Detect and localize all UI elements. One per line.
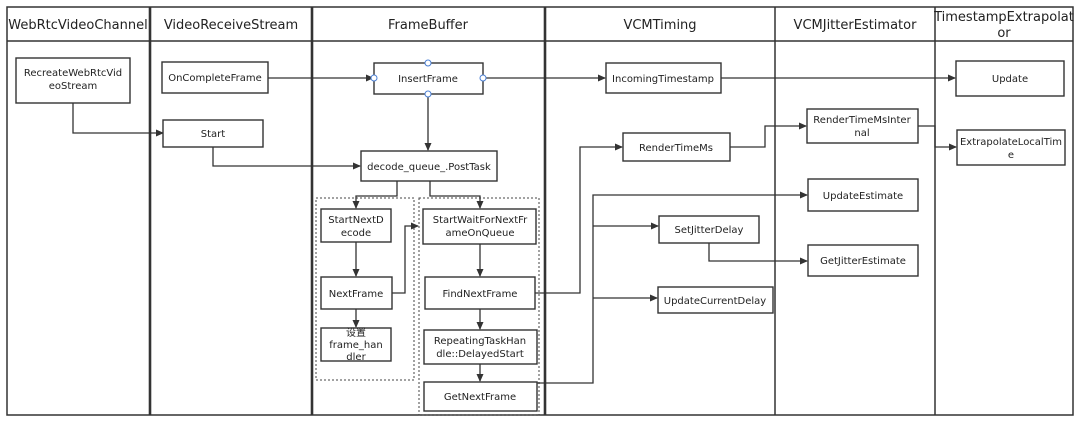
node-label: decode_queue_.PostTask: [367, 162, 491, 173]
node-repeating-task-handle[interactable]: RepeatingTaskHan dle::DelayedStart: [423, 329, 538, 365]
edge-render-time-ms-to-internal: [730, 122, 807, 148]
edge-get-next-frame-to-update-estimate: [537, 191, 808, 384]
node-label: RenderTimeMs: [639, 143, 713, 154]
node-next-frame[interactable]: NextFrame: [320, 276, 393, 310]
node-label: StartWaitForNextFr: [433, 215, 528, 226]
node-update[interactable]: Update: [955, 60, 1065, 97]
node-start-next-decode[interactable]: StartNextD ecode: [320, 208, 392, 243]
swimlane-frame: [6, 6, 1074, 416]
node-update-current-delay[interactable]: UpdateCurrentDelay: [657, 286, 774, 314]
lane-title-timestamp-extrapolator: TimestampExtrapolat: [933, 10, 1074, 25]
node-label: ecode: [341, 228, 371, 239]
node-label: ExtrapolateLocalTim: [960, 137, 1062, 148]
node-on-complete-frame[interactable]: OnCompleteFrame: [161, 61, 269, 94]
lane-title-video-receive-stream: VideoReceiveStream: [164, 18, 298, 33]
node-extrapolate-local-time[interactable]: ExtrapolateLocalTim e: [956, 129, 1066, 166]
selection-handle: [424, 90, 432, 98]
node-label: UpdateEstimate: [823, 191, 903, 202]
node-label: FindNextFrame: [443, 289, 518, 300]
edge-post-task-to-start-wait: [429, 181, 484, 209]
lane-title-timestamp-extrapolator-line2: or: [997, 26, 1011, 41]
node-update-estimate[interactable]: UpdateEstimate: [807, 178, 919, 212]
node-label: dler: [346, 352, 366, 363]
lane-title-vcm-jitter-estimator: VCMJitterEstimator: [794, 18, 918, 33]
node-set-jitter-delay[interactable]: SetJitterDelay: [658, 215, 760, 244]
node-label: eoStream: [49, 81, 97, 92]
node-label: NextFrame: [329, 289, 383, 300]
lane-title-webrtc-video-channel: WebRtcVideoChannel: [8, 18, 147, 33]
lane-title-vcm-timing: VCMTiming: [623, 18, 696, 33]
selection-handle: [479, 74, 487, 82]
node-label: Start: [201, 129, 226, 140]
node-find-next-frame[interactable]: FindNextFrame: [424, 276, 536, 310]
selection-handle: [424, 59, 432, 67]
node-label: e: [1008, 150, 1014, 161]
node-label: RecreateWebRtcVid: [24, 68, 122, 79]
edge-set-jitter-delay-to-get-estimate: [708, 243, 808, 265]
node-render-time-ms[interactable]: RenderTimeMs: [622, 132, 731, 162]
node-label: IncomingTimestamp: [612, 74, 714, 85]
node-label: StartNextD: [328, 215, 384, 226]
node-set-frame-handler[interactable]: 设置 frame_han dler: [320, 327, 392, 363]
edge-internal-to-extrapolate: [918, 125, 957, 151]
node-label: Update: [992, 74, 1028, 85]
node-label: SetJitterDelay: [675, 225, 744, 236]
node-decode-queue-post-task[interactable]: decode_queue_.PostTask: [360, 150, 498, 182]
node-render-time-ms-internal[interactable]: RenderTimeMsInter nal: [806, 108, 919, 144]
edge-recreate-to-start: [72, 103, 164, 137]
node-insert-frame[interactable]: InsertFrame: [370, 59, 487, 98]
node-recreate-webrtc-video-stream[interactable]: RecreateWebRtcVid eoStream: [15, 57, 131, 104]
decode-group-right: [418, 197, 540, 416]
node-label: RepeatingTaskHan: [434, 336, 526, 347]
node-get-jitter-estimate[interactable]: GetJitterEstimate: [807, 244, 919, 277]
edges: [72, 74, 957, 384]
node-start-wait-for-next-frame[interactable]: StartWaitForNextFr ameOnQueue: [422, 208, 537, 245]
node-label: GetNextFrame: [444, 392, 516, 403]
node-label: nal: [854, 128, 869, 139]
edge-start-to-post-task: [212, 147, 361, 170]
node-label: RenderTimeMsInter: [813, 115, 911, 126]
node-label: OnCompleteFrame: [168, 73, 262, 84]
lane-title-frame-buffer: FrameBuffer: [388, 18, 469, 33]
node-label: ameOnQueue: [445, 228, 514, 239]
node-start[interactable]: Start: [162, 119, 264, 148]
selection-handle: [370, 74, 378, 82]
node-incoming-timestamp[interactable]: IncomingTimestamp: [605, 62, 722, 94]
decode-group-left: [315, 197, 415, 381]
lane-titles: WebRtcVideoChannel VideoReceiveStream Fr…: [8, 10, 1074, 41]
node-label: GetJitterEstimate: [820, 256, 906, 267]
node-get-next-frame[interactable]: GetNextFrame: [423, 381, 538, 412]
node-label: frame_han: [329, 340, 382, 351]
edge-find-next-frame-to-render-time-ms: [535, 143, 623, 294]
node-label: InsertFrame: [398, 74, 458, 85]
node-label: UpdateCurrentDelay: [664, 296, 767, 307]
edge-post-task-to-start-next-decode: [352, 181, 398, 209]
node-label: dle::DelayedStart: [436, 349, 524, 360]
node-label: 设置: [346, 327, 366, 339]
edge-next-frame-to-start-wait: [392, 222, 419, 294]
